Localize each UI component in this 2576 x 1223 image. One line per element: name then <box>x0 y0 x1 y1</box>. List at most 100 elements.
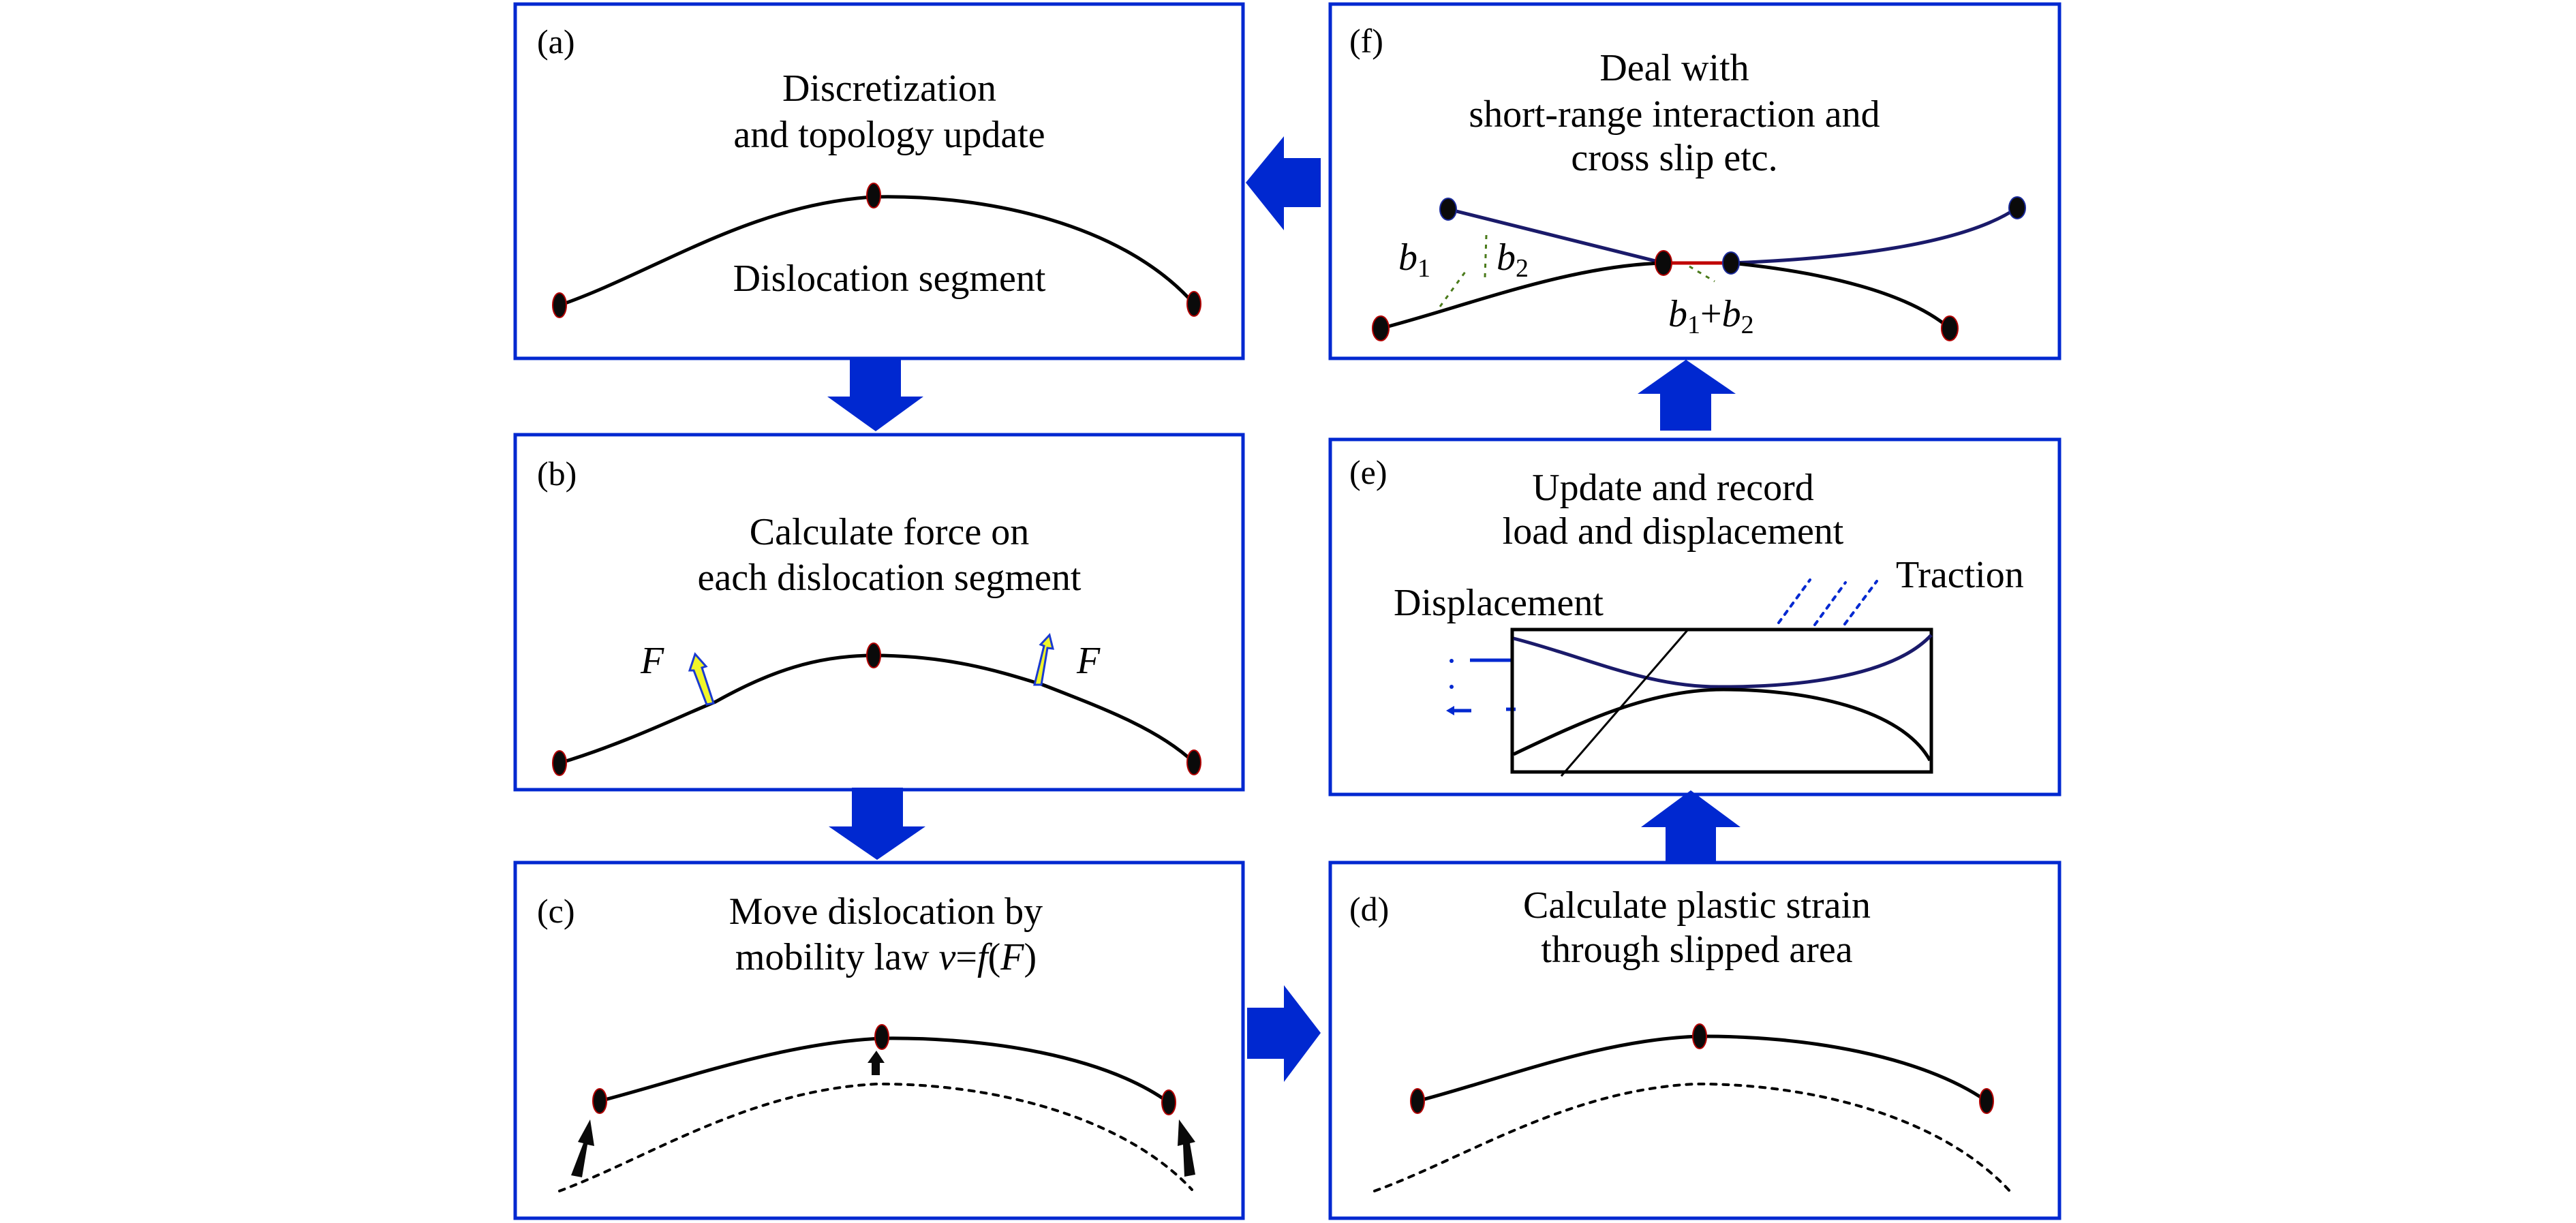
displacement-arrowhead <box>1446 706 1454 715</box>
panel-d-label: (d) <box>1349 890 1389 928</box>
dislocation-segment-label: Dislocation segment <box>733 258 1046 300</box>
panel-c-title-line-2: mobility law v=f(F) <box>735 936 1037 978</box>
arrow-e-to-f <box>1638 360 1736 431</box>
arrow-d-to-e <box>1641 790 1741 864</box>
node-left <box>552 750 567 776</box>
panel-b-title-line-2: each dislocation segment <box>698 557 1082 599</box>
traction-arrow-1 <box>1777 578 1811 624</box>
panel-b-label: (b) <box>537 454 577 493</box>
node-junction-right <box>1722 251 1740 275</box>
panel-a-title-line-1: Discretization <box>782 67 996 110</box>
b-symbol: b <box>1668 293 1687 335</box>
old-dislocation-curve <box>558 1082 1193 1192</box>
panel-f-frame <box>1328 2 2061 360</box>
lower-dislocation-curve <box>1512 687 1932 762</box>
node-top-left <box>1439 198 1457 221</box>
move-arrow-middle <box>868 1051 885 1075</box>
panel-b-frame <box>513 433 1245 792</box>
panel-a-label: (a) <box>537 22 575 61</box>
node-middle <box>874 1024 889 1050</box>
flow-arrows <box>827 136 1741 1082</box>
node-right <box>1161 1089 1176 1115</box>
slipped-area-boundary <box>1373 1082 2011 1192</box>
force-arrow-left <box>688 652 715 706</box>
traction-label: Traction <box>1896 554 2024 596</box>
node-junction-left <box>1655 250 1672 276</box>
panel-e: (e) Update and record load and displacem… <box>1328 437 2061 796</box>
node-right <box>1186 291 1201 317</box>
force-label-left: F <box>640 640 664 682</box>
panel-f-title-line-1: Deal with <box>1599 47 1749 89</box>
arrow-b-to-c <box>829 788 925 860</box>
panel-c-label: (c) <box>537 892 575 930</box>
subscript-2: 2 <box>1741 311 1754 339</box>
burgers-label-sum: b1+b2 <box>1668 293 1754 339</box>
panel-f-title-line-2: short-range interaction and <box>1469 93 1880 136</box>
arrow-f-to-a <box>1246 136 1321 230</box>
panel-e-frame <box>1328 437 2061 796</box>
subscript-1: 1 <box>1417 254 1430 283</box>
displacement-label: Displacement <box>1394 582 1604 624</box>
dislocation-2-lower-right <box>1730 261 1951 330</box>
slip-line <box>1560 629 1689 777</box>
arrow-a-to-b <box>827 360 923 431</box>
dislocation-1-upper-left <box>1447 207 1664 265</box>
burgers-vector-b1 <box>1439 268 1469 307</box>
panel-c: (c) Move dislocation by mobility law v=f… <box>513 861 1245 1220</box>
mobility-law-text: mobility law <box>735 936 939 978</box>
panel-f-label: (f) <box>1349 22 1383 60</box>
panel-b: (b) Calculate force on each dislocation … <box>513 433 1245 792</box>
node-left <box>1410 1088 1425 1114</box>
formula-close-paren: ) <box>1024 936 1037 978</box>
formula-v: v <box>939 936 956 978</box>
node-left <box>592 1088 607 1114</box>
panel-d: (d) Calculate plastic strain through sli… <box>1328 861 2061 1220</box>
node-bottom-left <box>1372 315 1390 341</box>
traction-arrow-3 <box>1843 580 1878 625</box>
plus-sign: + <box>1700 293 1722 335</box>
force-arrow-right <box>1033 632 1054 686</box>
burgers-label-b2: b2 <box>1497 236 1529 283</box>
node-top-right <box>2008 196 2026 219</box>
move-arrow-left <box>571 1119 594 1177</box>
node-middle <box>866 643 881 668</box>
node-right <box>1186 749 1201 775</box>
displacement-dot <box>1450 685 1454 689</box>
subscript-2: 2 <box>1516 254 1529 283</box>
formula-equals: = <box>955 936 977 978</box>
node-left <box>552 292 567 318</box>
b-symbol: b <box>1398 236 1417 279</box>
panel-a-title-line-2: and topology update <box>733 114 1045 156</box>
traction-arrow-2 <box>1813 581 1847 626</box>
formula-open-paren: ( <box>988 936 1001 978</box>
panel-c-frame <box>513 861 1245 1220</box>
subscript-1: 1 <box>1687 311 1700 339</box>
burgers-label-b1: b1 <box>1398 236 1430 283</box>
node-bottom-right <box>1941 315 1959 341</box>
panel-e-title-line-2: load and displacement <box>1503 510 1844 553</box>
panel-d-title-line-1: Calculate plastic strain <box>1523 884 1871 927</box>
node-middle <box>1692 1023 1707 1049</box>
panel-e-title-line-1: Update and record <box>1532 467 1814 509</box>
panel-a: (a) Discretization and topology update D… <box>513 2 1245 360</box>
node-middle <box>866 183 881 208</box>
dislocation-2-lower-left <box>1380 261 1664 330</box>
upper-dislocation-curve <box>1513 634 1933 689</box>
formula-F: F <box>1000 936 1024 978</box>
traction-arrows <box>1777 578 1878 626</box>
b-symbol: b <box>1722 293 1741 335</box>
panel-a-frame <box>513 2 1245 360</box>
panel-f: (f) Deal with short-range interaction an… <box>1328 2 2061 360</box>
displacement-arrows <box>1446 658 1516 715</box>
displacement-dot <box>1450 659 1454 663</box>
specimen-box <box>1510 628 1933 774</box>
move-arrow-right <box>1178 1119 1195 1177</box>
burgers-vector-b2 <box>1484 234 1488 278</box>
panel-c-title-line-1: Move dislocation by <box>729 891 1043 933</box>
b-symbol: b <box>1497 236 1516 279</box>
panel-e-label: (e) <box>1349 453 1387 491</box>
arrow-c-to-d <box>1247 985 1321 1082</box>
panel-d-title-line-2: through slipped area <box>1541 929 1852 971</box>
panel-b-title-line-1: Calculate force on <box>750 511 1029 553</box>
